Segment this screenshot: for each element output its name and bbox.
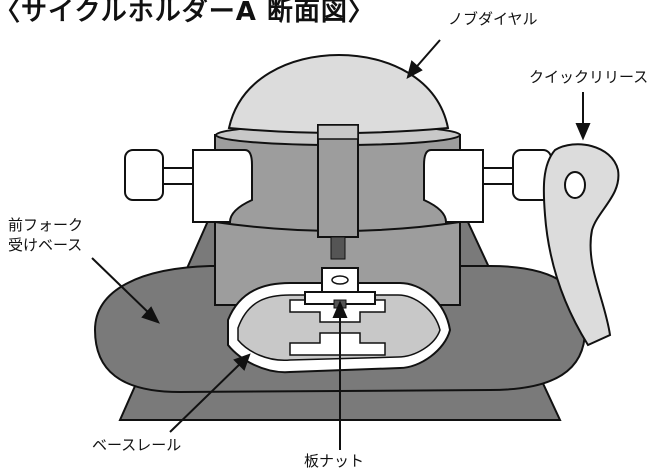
arrow-front-fork-base-head: [141, 306, 160, 324]
left-knob-stem: [162, 167, 194, 185]
arrow-front-fork-base: [91, 257, 153, 317]
shaft-cap: [317, 124, 359, 140]
threaded-bolt: [330, 236, 346, 260]
arrow-base-rail: [169, 359, 245, 433]
arrow-knob-dial-head: [406, 60, 423, 79]
leader-arrows: [91, 39, 591, 450]
rail-lower-channel: [289, 332, 386, 356]
quick-release-hole: [564, 171, 586, 199]
diagram-title: 〈サイクルホルダーA 断面図〉: [0, 0, 375, 27]
center-shaft: [317, 124, 359, 238]
label-base-rail: ベースレール: [92, 436, 182, 454]
right-clamp-block: [423, 149, 484, 223]
quick-release-lever: [542, 143, 620, 347]
label-quick-release: クイックリリース: [529, 68, 649, 86]
arrow-quick-release-head: [575, 123, 591, 141]
label-plate-nut: 板ナット: [304, 452, 365, 470]
arrow-plate-nut-head: [332, 300, 348, 318]
right-knob-stem: [482, 167, 514, 185]
label-front-fork-base-line1: 前フォーク: [8, 216, 84, 234]
label-knob-dial: ノブダイヤル: [448, 10, 538, 28]
arrow-base-rail-head: [233, 353, 251, 371]
plate-nut-hole: [331, 275, 349, 285]
left-clamp-block: [192, 149, 253, 223]
label-front-fork-base-line2: 受けベース: [8, 236, 83, 254]
left-knob-cap: [124, 149, 164, 201]
